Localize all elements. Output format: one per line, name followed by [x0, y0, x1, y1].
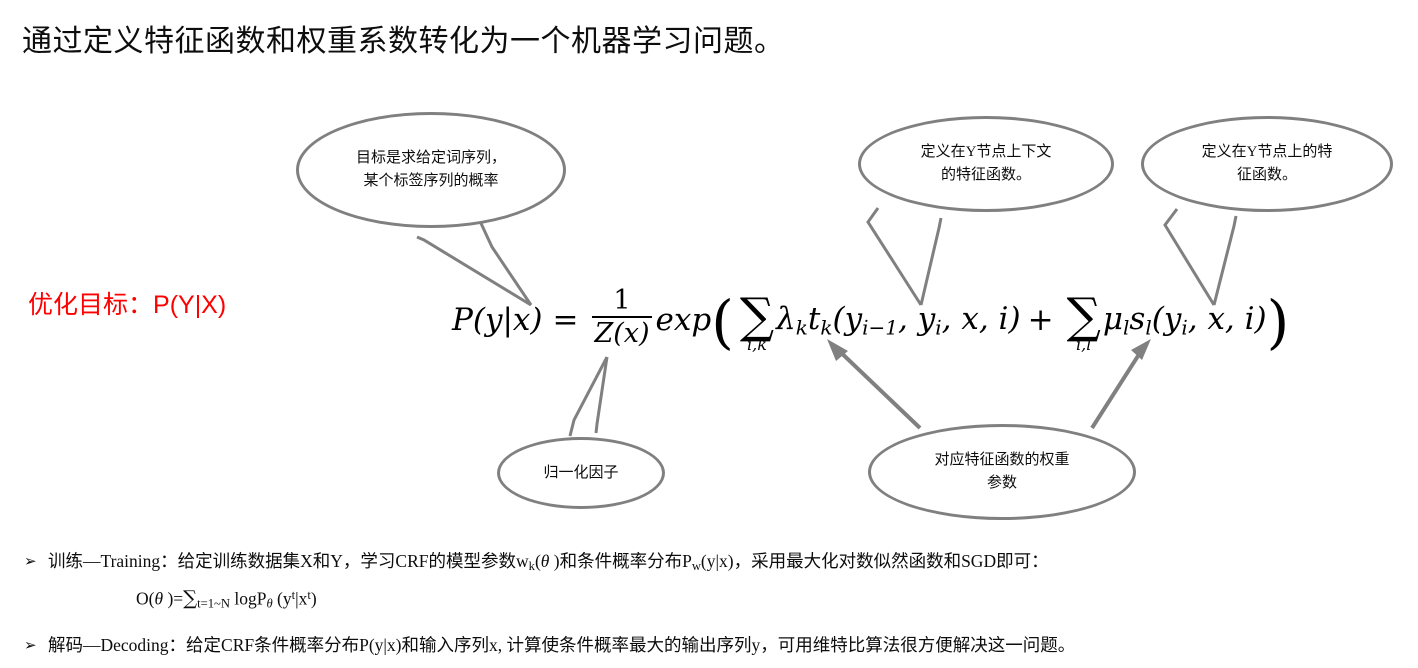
- callout-normalizer-text: 归一化因子: [529, 462, 632, 485]
- callout-normalizer-line1: 归一化因子: [543, 464, 619, 481]
- callout-weights-text: 对应特征函数的权重 参数: [920, 449, 1083, 495]
- formula-term-t: tk: [808, 301, 833, 340]
- objective-label-cn: 优化目标：: [28, 292, 154, 319]
- formula-exp: exp: [655, 302, 712, 338]
- connector-normalizer-tail: [568, 356, 609, 437]
- bullet-arrow-icon: ➢: [24, 552, 37, 570]
- sigma-icon: ∑: [1066, 287, 1101, 344]
- t-args-tail: , x, i): [941, 300, 1021, 337]
- bullet-item-decoding: ➢ 解码—Decoding：给定CRF条件概率分布P(y|x)和输入序列x, 计…: [24, 632, 1404, 658]
- bullet-arrow-icon: ➢: [24, 635, 37, 654]
- s-symbol: s: [1129, 300, 1146, 337]
- formula-equals: =: [552, 302, 579, 338]
- objective-label: 优化目标：P(Y|X): [28, 288, 226, 323]
- sigma-icon: ∑: [739, 287, 775, 344]
- formula-sum-2-subscript: i,l: [1076, 334, 1092, 354]
- bullet-list: ➢ 训练—Training：给定训练数据集X和Y，学习CRF的模型参数wk(θ …: [24, 548, 1404, 658]
- callout-context-function-line2: 的特征函数。: [940, 167, 1031, 183]
- formula-term-s: sl: [1129, 301, 1151, 340]
- formula-lhs: P(y|x): [452, 302, 543, 338]
- formula-term-s-args: (yi, x, i): [1152, 301, 1267, 340]
- bullet-spacer: [24, 618, 1404, 632]
- formula-term-t-args: (yi−1, yi, x, i): [833, 301, 1021, 340]
- callout-node-function: 定义在Y节点上的特 征函数。: [1141, 116, 1393, 212]
- callout-context-function-line1: 定义在Y节点上下文: [920, 144, 1052, 160]
- crf-formula: P(y|x) = 1 Z(x) exp ( ∑ i,k λk tk (yi−1,…: [452, 272, 1289, 368]
- callout-node-function-text: 定义在Y节点上的特 征函数。: [1188, 141, 1347, 187]
- connector-nodefn-tail2: [1212, 215, 1238, 306]
- page-title: 通过定义特征函数和权重系数转化为一个机器学习问题。: [22, 25, 785, 58]
- objective-label-math: P(Y|X): [153, 291, 227, 319]
- callout-node-function-line2: 征函数。: [1236, 167, 1297, 183]
- callout-goal: 目标是求给定词序列， 某个标签序列的概率: [296, 112, 566, 228]
- connector-normalizer-tail2: [594, 356, 609, 434]
- bullet-item-training-formula: O(θ )=∑t=1~N logPθ (yt|xt): [136, 586, 317, 611]
- formula-term-lambda: λk: [776, 301, 808, 340]
- s-args-tail: , x, i): [1187, 300, 1267, 337]
- callout-goal-text: 目标是求给定词序列， 某个标签序列的概率: [342, 147, 520, 193]
- s-args-open: (y: [1151, 300, 1182, 337]
- mu-subscript: l: [1122, 315, 1130, 340]
- bullet-item-training-text: 训练—Training：给定训练数据集X和Y，学习CRF的模型参数wk(θ )和…: [48, 551, 1049, 574]
- mu-symbol: μ: [1102, 300, 1123, 337]
- t-symbol: t: [807, 300, 821, 337]
- callout-goal-line2: 某个标签序列的概率: [363, 173, 499, 189]
- formula-open-paren: (: [711, 288, 734, 356]
- t-subscript: k: [820, 315, 833, 340]
- callout-context-function: 定义在Y节点上下文 的特征函数。: [858, 116, 1114, 212]
- formula-sum-2: ∑ i,l: [1066, 287, 1101, 354]
- t-args-sub1: i−1: [862, 315, 899, 340]
- lambda-subscript: k: [795, 315, 808, 340]
- s-subscript: l: [1145, 315, 1152, 340]
- formula-close-paren: ): [1266, 288, 1290, 356]
- callout-normalizer: 归一化因子: [497, 437, 665, 509]
- callout-weights-line2: 参数: [986, 475, 1017, 491]
- s-args-sub: i: [1181, 315, 1188, 340]
- t-args-open: (y: [832, 300, 863, 337]
- formula-fraction: 1 Z(x): [592, 285, 652, 349]
- fraction-bar: [592, 316, 652, 318]
- formula-numerator: 1: [613, 285, 631, 316]
- callout-weights-line1: 对应特征函数的权重: [934, 452, 1070, 468]
- formula-plus: +: [1027, 302, 1054, 338]
- callout-goal-line1: 目标是求给定词序列，: [355, 150, 506, 166]
- bullet-item-decoding-text: 解码—Decoding：给定CRF条件概率分布P(y|x)和输入序列x, 计算使…: [48, 634, 1076, 655]
- formula-sum-1: ∑ i,k: [739, 287, 775, 354]
- formula-sum-1-subscript: i,k: [747, 334, 767, 354]
- bullet-item-training: ➢ 训练—Training：给定训练数据集X和Y，学习CRF的模型参数wk(θ …: [24, 548, 1404, 579]
- callout-context-function-text: 定义在Y节点上下文 的特征函数。: [907, 141, 1066, 187]
- connector-nodefn-tail: [1163, 208, 1216, 306]
- t-args-mid: , y: [898, 300, 936, 337]
- callout-node-function-line1: 定义在Y节点上的特: [1201, 144, 1333, 160]
- formula-denominator: Z(x): [594, 318, 650, 349]
- lambda-symbol: λ: [776, 300, 796, 337]
- t-args-sub2: i: [935, 315, 942, 340]
- formula-term-mu: μl: [1103, 301, 1130, 340]
- callout-weights: 对应特征函数的权重 参数: [868, 424, 1136, 520]
